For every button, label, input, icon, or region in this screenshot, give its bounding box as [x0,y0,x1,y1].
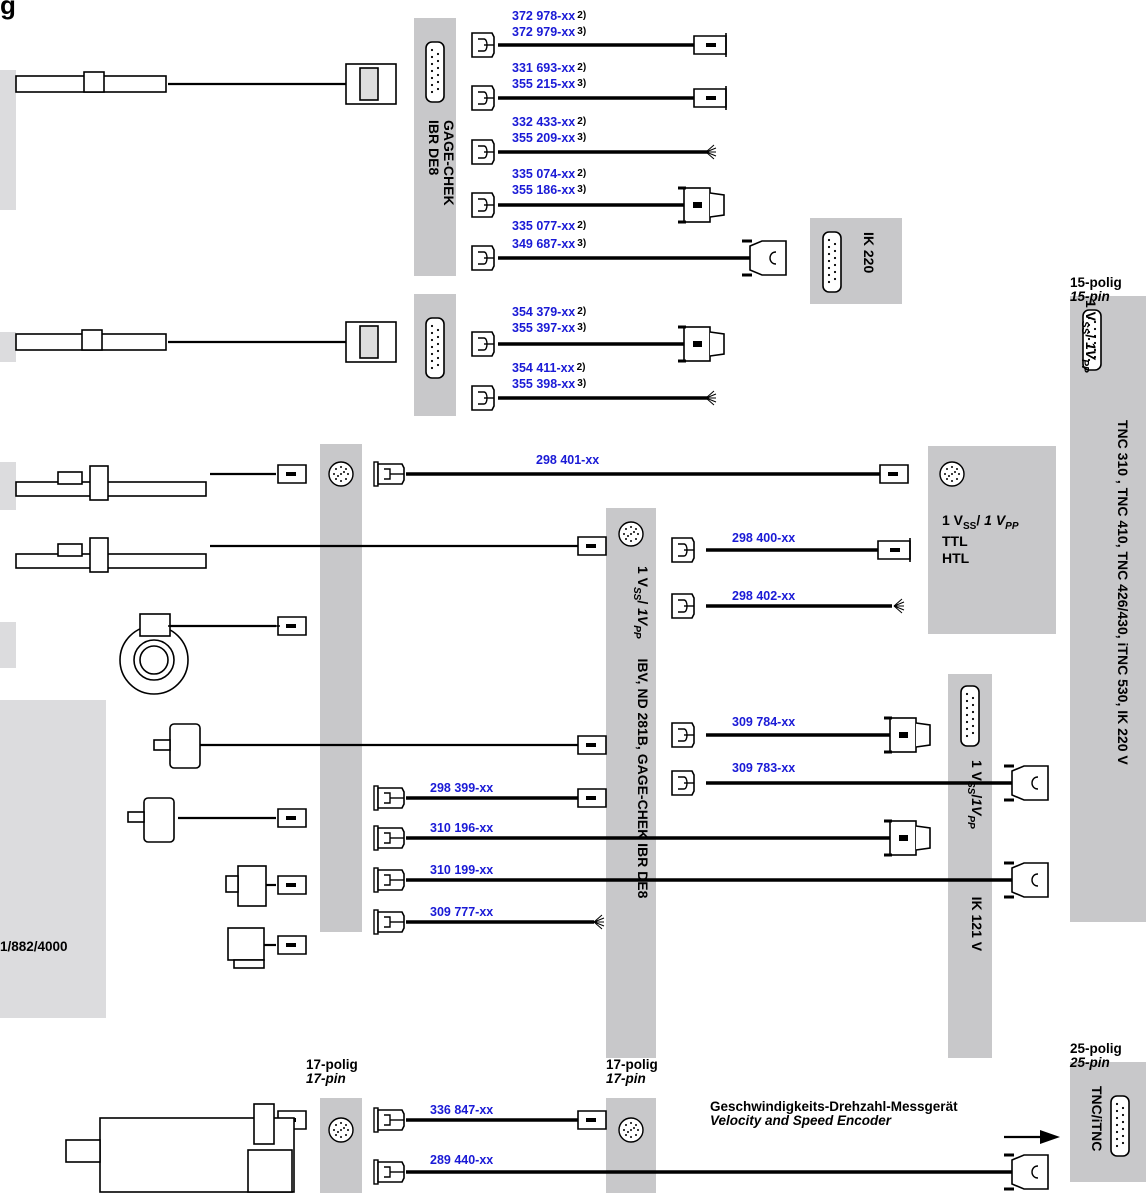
tnc25-header-en: 25-pin [1070,1055,1110,1071]
signal-line3: HTL [942,549,970,566]
cable-number: 336 847-xx [430,1103,494,1117]
cable-lines [406,43,1012,1174]
gage-chek-label: GAGE-CHEK IBR DE8 [425,120,457,206]
edge-panel-4 [0,622,16,668]
pin17-mid-en: 17-pin [606,1071,646,1087]
cable-number: 309 777-xx [430,905,494,919]
encoder-leads [168,82,1042,1139]
cable-number: 309 784-xx [732,715,796,729]
panel-ibv [606,508,656,1058]
tnc15-devices: TNC 310 , TNC 410, TNC 426/430, iTNC 530… [1115,420,1131,765]
tnc15-header-en: 15-pin [1070,289,1110,305]
cable-number: 298 399-xx [430,781,494,795]
tnc15-label: 1 VSS/ 1VPP [1079,300,1099,373]
panel-17pin-mid [606,1098,656,1193]
edge-panel-5 [0,700,106,1018]
panel-tnc15 [1070,296,1146,922]
gage-chek-line2: IBR DE8 [425,120,442,176]
edge-panel-3 [0,462,16,510]
ik121v-device: IK 121 V [969,896,985,952]
cable-number: 310 196-xx [430,821,494,835]
partial-model-label: 1/882/4000 [0,939,68,954]
ibv-block-label: 1 VSS/ 1VPP IBV, ND 281B, GAGE-CHEK IBR … [631,566,651,899]
pin17-left-de: 17-polig [306,1057,358,1072]
cable-number: 298 400-xx [732,531,796,545]
signal-line2: TTL [942,532,968,549]
panel-distribution [320,444,362,932]
tnc25-header: 25-polig 25-pin [1070,1041,1122,1071]
edge-panel-2 [0,332,16,362]
panel-tnc25 [1070,1062,1146,1182]
signal-line1: 1 VSS/ 1 VPP [942,512,1019,532]
tnc25-device: TNC/iTNC [1089,1086,1105,1152]
encoder-sketches [15,63,397,1193]
pin17-mid-de: 17-polig [606,1057,658,1072]
arrow-icon [1040,1130,1060,1144]
tnc15-signal: 1 VSS/ 1VPP [1079,300,1099,373]
ibv-devices: IBV, ND 281B, GAGE-CHEK IBR DE8 [635,658,651,899]
velocity-note-en: Velocity and Speed Encoder [710,1113,892,1129]
ik220-label: IK 220 [861,232,877,274]
pin17-left-label: 17-polig 17-pin [306,1057,358,1087]
cable-number: 289 440-xx [430,1153,494,1167]
page-title-fragment: g [0,0,16,20]
gage-chek-line1: GAGE-CHEK [441,120,457,206]
ibv-signal: 1 VSS/ 1VPP [631,566,651,639]
signal-box-text: 1 VSS/ 1 VPP TTL HTL [942,512,1019,566]
ik121v-signal: 1 VSS/1VPP [965,760,985,829]
velocity-note-de: Geschwindigkeits-Drehzahl-Messgerät [710,1099,958,1114]
cable-number: 298 402-xx [732,589,796,603]
pin17-left-en: 17-pin [306,1071,346,1087]
edge-panel-1 [0,70,16,210]
cable-number: 298 401-xx [536,453,600,467]
panel-17pin-left [320,1098,362,1193]
velocity-note: Geschwindigkeits-Drehzahl-Messgerät Velo… [710,1099,958,1129]
pin17-mid-label: 17-polig 17-pin [606,1057,658,1087]
tnc25-header-de: 25-polig [1070,1041,1122,1056]
ik121v-label: 1 VSS/1VPP IK 121 V [965,760,985,952]
cable-number: 310 199-xx [430,863,494,877]
tnc15-header-de: 15-polig [1070,275,1122,290]
cable-number: 309 783-xx [732,761,796,775]
tnc15-header: 15-polig 15-pin [1070,275,1122,305]
panel-sockets [328,41,1130,1157]
